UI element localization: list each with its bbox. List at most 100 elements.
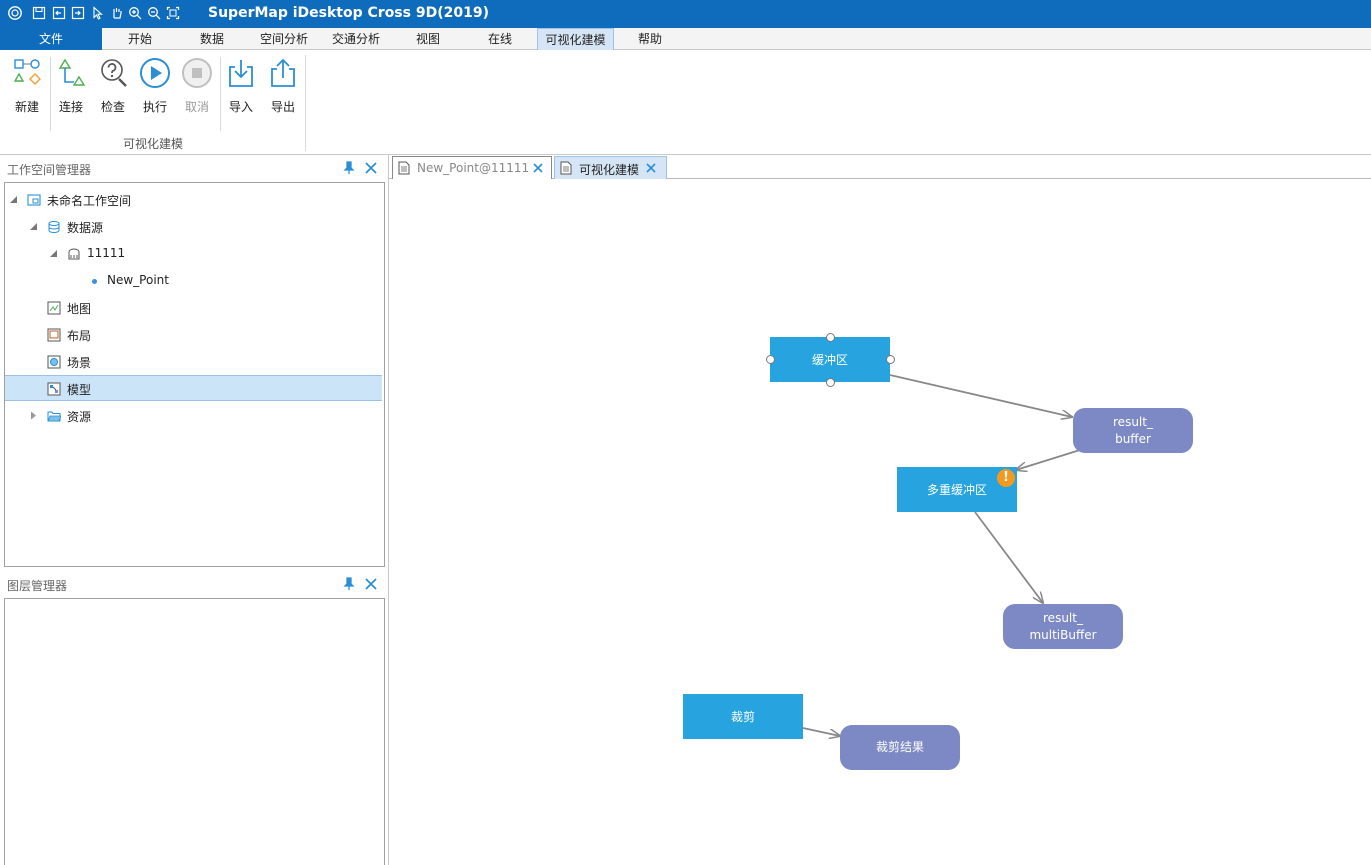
model-canvas[interactable]: 缓冲区 result_ buffer 多重缓冲区 ! result_ multi… xyxy=(389,180,1371,865)
link-result-to-multibuffer[interactable] xyxy=(1016,449,1081,470)
check-label: 检查 xyxy=(100,100,125,114)
ribbon-separator xyxy=(220,57,221,131)
check-button[interactable]: 检查 xyxy=(93,57,133,115)
node-buffer[interactable]: 缓冲区 xyxy=(770,337,890,382)
save-icon[interactable] xyxy=(31,5,47,21)
tree-item-models[interactable]: 模型 xyxy=(5,375,382,401)
tab-start[interactable]: 开始 xyxy=(127,32,152,46)
connect-icon xyxy=(58,58,86,86)
tab-file[interactable]: 文件 xyxy=(0,28,102,50)
pin-icon[interactable] xyxy=(343,161,355,175)
open-icon[interactable] xyxy=(51,5,67,21)
collapsed-arrow-icon[interactable] xyxy=(29,411,38,420)
stop-icon xyxy=(182,58,212,88)
tree-item-resources[interactable]: 资源 xyxy=(5,403,382,429)
database-icon xyxy=(68,248,80,260)
resize-handle[interactable] xyxy=(886,355,895,364)
tab-online[interactable]: 在线 xyxy=(487,32,512,46)
tree-label-dataset: New_Point xyxy=(107,273,169,287)
panel-splitter[interactable] xyxy=(388,155,389,865)
expanded-arrow-icon[interactable] xyxy=(29,222,38,231)
document-icon xyxy=(560,161,572,175)
export-label: 导出 xyxy=(270,100,295,114)
expanded-arrow-icon[interactable] xyxy=(9,195,18,204)
cancel-label: 取消 xyxy=(184,100,209,114)
close-tab-icon[interactable] xyxy=(531,161,545,175)
ribbon-group-name: 可视化建模 xyxy=(122,137,183,151)
workspace-panel-title: 工作空间管理器 xyxy=(7,163,92,177)
tree-item-datasources[interactable]: 数据源 xyxy=(5,214,382,240)
doc-tab-label: 可视化建模 xyxy=(579,163,640,177)
check-icon xyxy=(101,59,127,87)
scene-icon xyxy=(47,355,61,369)
ribbon-group-separator xyxy=(305,55,306,151)
tree-item-layouts[interactable]: 布局 xyxy=(5,322,382,348)
full-extent-icon[interactable] xyxy=(165,5,181,21)
tree-item-maps[interactable]: 地图 xyxy=(5,295,382,321)
resize-handle[interactable] xyxy=(826,378,835,387)
close-icon[interactable] xyxy=(363,160,379,176)
import-icon xyxy=(229,60,253,87)
folder-icon xyxy=(47,411,61,422)
layer-panel-header: 图层管理器 xyxy=(0,571,388,597)
resize-handle[interactable] xyxy=(766,355,775,364)
link-multibuffer-to-result[interactable] xyxy=(974,511,1043,603)
model-links xyxy=(802,374,1081,865)
ribbon: 新建 连接 检查 执行 取消 xyxy=(0,51,1371,155)
close-icon[interactable] xyxy=(363,576,379,592)
link-clip-to-result[interactable] xyxy=(802,727,840,736)
tree-item-workspace[interactable]: 未命名工作空间 xyxy=(5,187,382,213)
tree-label-datasources: 数据源 xyxy=(67,221,104,235)
play-icon xyxy=(140,58,170,88)
point-dataset-icon xyxy=(92,279,97,284)
expanded-arrow-icon[interactable] xyxy=(49,249,58,258)
datasources-icon xyxy=(48,221,60,234)
tab-traffic-analysis[interactable]: 交通分析 xyxy=(331,32,380,46)
tree-label-scenes: 场景 xyxy=(67,356,92,370)
run-label: 执行 xyxy=(142,100,167,114)
export-icon xyxy=(271,58,295,87)
tab-help[interactable]: 帮助 xyxy=(637,32,662,46)
pin-icon[interactable] xyxy=(343,577,355,591)
run-button[interactable]: 执行 xyxy=(135,57,175,115)
doc-tab-label: New_Point@11111 xyxy=(417,161,530,175)
tab-view[interactable]: 视图 xyxy=(415,32,440,46)
node-result-multibuffer[interactable]: result_ multiBuffer xyxy=(1003,604,1123,649)
doc-tab-visual-modeling[interactable]: 可视化建模 xyxy=(554,156,667,179)
workspace-icon xyxy=(27,194,41,206)
import-button[interactable]: 导入 xyxy=(221,57,261,115)
tree-item-scenes[interactable]: 场景 xyxy=(5,349,382,375)
tree-item-dataset[interactable]: New_Point xyxy=(5,268,382,294)
layer-list xyxy=(4,598,385,865)
close-tab-icon[interactable] xyxy=(644,161,658,175)
export-button[interactable]: 导出 xyxy=(263,57,303,115)
import-label: 导入 xyxy=(228,100,253,114)
tree-item-datasource[interactable]: 11111 xyxy=(5,241,382,267)
tab-data[interactable]: 数据 xyxy=(199,32,224,46)
title-bar: SuperMap iDesktop Cross 9D(2019) xyxy=(0,0,1371,28)
node-clip-result[interactable]: 裁剪结果 xyxy=(840,725,960,770)
select-pointer-icon[interactable] xyxy=(90,5,106,21)
tree-label-datasource: 11111 xyxy=(87,246,126,260)
new-model-button[interactable]: 新建 xyxy=(7,57,47,115)
tab-visual-modeling[interactable]: 可视化建模 xyxy=(537,28,614,50)
resize-handle[interactable] xyxy=(826,333,835,342)
doc-tab-new-point[interactable]: New_Point@11111 xyxy=(392,156,552,179)
zoom-out-icon[interactable] xyxy=(146,5,162,21)
workspace-tree: 未命名工作空间 数据源 11111 New_Point 地图 布局 场景 模型 … xyxy=(4,182,385,567)
export-quick-icon[interactable] xyxy=(70,5,86,21)
link-buffer-to-result[interactable] xyxy=(889,374,1072,417)
tab-spatial-analysis[interactable]: 空间分析 xyxy=(259,32,308,46)
connect-button[interactable]: 连接 xyxy=(51,57,91,115)
menu-bar: 文件 开始 数据 空间分析 交通分析 视图 在线 可视化建模 帮助 xyxy=(0,28,1371,50)
app-logo-icon[interactable] xyxy=(7,5,23,21)
connect-label: 连接 xyxy=(58,100,83,114)
cancel-button[interactable]: 取消 xyxy=(177,57,217,115)
node-result-buffer[interactable]: result_ buffer xyxy=(1073,408,1193,453)
ribbon-separator xyxy=(50,57,51,131)
layout-icon xyxy=(47,328,61,342)
node-clip[interactable]: 裁剪 xyxy=(683,694,803,739)
pan-hand-icon[interactable] xyxy=(109,5,125,21)
zoom-in-icon[interactable] xyxy=(127,5,143,21)
warning-icon[interactable]: ! xyxy=(997,469,1015,487)
